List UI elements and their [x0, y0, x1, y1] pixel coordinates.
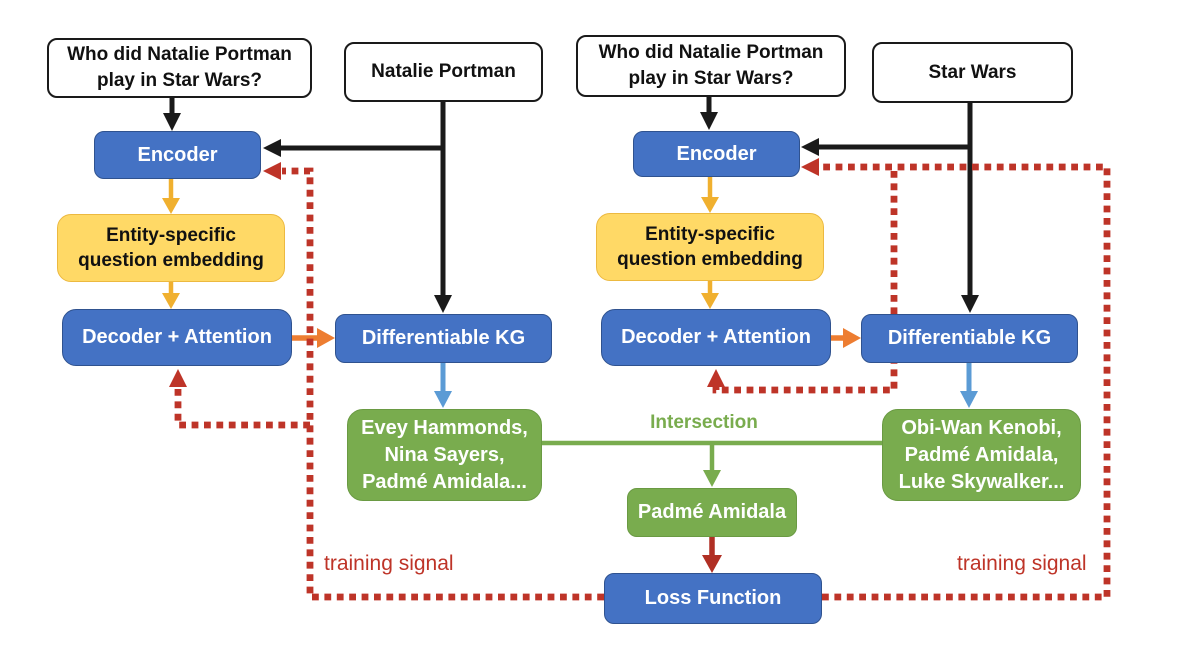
embedding-box-right: Entity-specific question embedding	[596, 213, 824, 281]
decoder-label: Decoder + Attention	[621, 326, 811, 348]
arrowhead	[801, 138, 819, 156]
arrowhead	[434, 391, 452, 408]
arrowhead	[707, 369, 725, 387]
encoder-box-left: Encoder	[94, 131, 261, 179]
question-line: play in Star Wars?	[96, 70, 263, 91]
embedding-line: Entity-specific	[645, 224, 775, 245]
arrowhead	[162, 293, 180, 309]
arrowhead	[700, 112, 718, 130]
result-line: Evey Hammonds,	[361, 416, 528, 439]
entity-box-right: Star Wars	[872, 42, 1073, 103]
training-signal-label-right: training signal	[957, 552, 1087, 575]
dashed-to-decoder1	[174, 387, 310, 429]
decoder-label: Decoder + Attention	[82, 326, 272, 348]
dashed-loss-to-encoder1	[282, 167, 604, 601]
arrowhead	[843, 328, 861, 348]
arrowhead	[701, 197, 719, 213]
loss-label: Loss Function	[644, 587, 782, 609]
arrowhead	[703, 470, 721, 487]
results-box-left: Evey Hammonds, Nina Sayers, Padmé Amidal…	[347, 409, 542, 501]
entity-box-left: Natalie Portman	[344, 42, 543, 102]
loss-function-box: Loss Function	[604, 573, 822, 624]
result-line: Obi-Wan Kenobi,	[901, 416, 1062, 439]
embedding-box-left: Entity-specific question embedding	[57, 214, 285, 282]
question-line: play in Star Wars?	[628, 68, 794, 89]
arrowhead	[263, 162, 281, 180]
result-line: Nina Sayers,	[384, 443, 505, 466]
result-line: Luke Skywalker...	[898, 470, 1065, 493]
embedding-line: question embedding	[78, 250, 264, 271]
embedding-line: Entity-specific	[106, 225, 236, 246]
arrowhead	[263, 139, 281, 157]
training-signal-label-left: training signal	[324, 552, 454, 575]
encoder-box-right: Encoder	[633, 131, 800, 177]
question-box-right: Who did Natalie Portman play in Star War…	[576, 35, 846, 97]
kg-box-left: Differentiable KG	[335, 314, 552, 363]
kg-label: Differentiable KG	[361, 327, 526, 349]
dashed-to-decoder2	[712, 171, 898, 394]
question-box-left: Who did Natalie Portman play in Star War…	[47, 38, 312, 98]
intersection-result-box: Padmé Amidala	[627, 488, 797, 537]
encoder-label: Encoder	[676, 142, 757, 165]
arrowhead	[163, 113, 181, 131]
kg-box-right: Differentiable KG	[861, 314, 1078, 363]
decoder-box-left: Decoder + Attention	[62, 309, 292, 366]
arrowhead	[434, 295, 452, 313]
arrowhead	[169, 369, 187, 387]
arrowhead	[702, 555, 722, 573]
arrowhead	[801, 158, 819, 176]
embedding-line: question embedding	[617, 249, 803, 270]
arrowhead	[162, 198, 180, 214]
question-line: Who did Natalie Portman	[598, 42, 824, 63]
encoder-label: Encoder	[137, 143, 218, 166]
entity-label: Star Wars	[928, 61, 1017, 83]
kg-label: Differentiable KG	[887, 327, 1052, 349]
question-line: Who did Natalie Portman	[67, 44, 292, 65]
arrowhead	[960, 391, 978, 408]
result-line: Padmé Amidala,	[904, 443, 1059, 466]
entity-label: Natalie Portman	[371, 61, 516, 82]
dashed-loss-to-encoder2	[818, 163, 1111, 601]
arrowhead	[317, 328, 335, 348]
intersection-label: Intersection	[650, 412, 758, 433]
results-box-right: Obi-Wan Kenobi, Padmé Amidala, Luke Skyw…	[882, 409, 1081, 501]
decoder-box-right: Decoder + Attention	[601, 309, 831, 366]
arrowhead	[961, 295, 979, 313]
intersection-result-label: Padmé Amidala	[637, 501, 787, 523]
arrowhead	[701, 293, 719, 309]
result-line: Padmé Amidala...	[362, 470, 527, 493]
